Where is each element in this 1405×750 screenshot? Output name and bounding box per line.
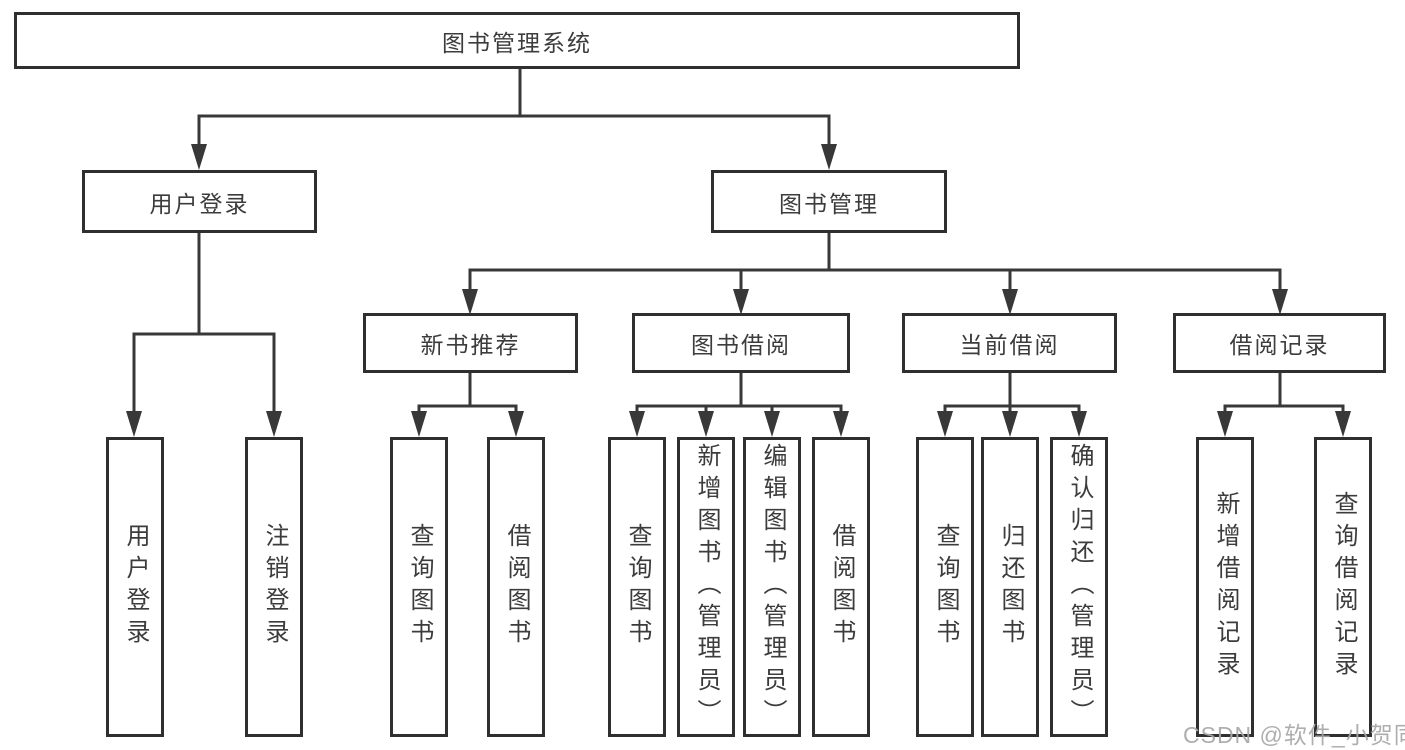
watermark: CSDN @软件_小贺同学 [1183, 722, 1405, 748]
leaf-add-borrow-record: 新增借阅记录 [1196, 437, 1254, 737]
leaf-label: 查询图书 [624, 523, 651, 651]
leaf-user-login: 用户登录 [106, 437, 164, 737]
node-current-borrowing: 当前借阅 [902, 313, 1117, 373]
leaf-return-books: 归还图书 [981, 437, 1039, 737]
leaf-label: 新增借阅记录 [1212, 491, 1239, 683]
leaf-query-books: 查询图书 [390, 437, 448, 737]
leaf-label: 查询图书 [932, 523, 959, 651]
leaf-label: 查询图书 [406, 523, 433, 651]
leaf-label: 新增图书（管理员） [693, 443, 720, 731]
node-borrowing-records: 借阅记录 [1173, 313, 1386, 373]
node-label: 当前借阅 [959, 332, 1060, 358]
leaf-query-books: 查询图书 [916, 437, 974, 737]
leaf-label: 借阅图书 [503, 523, 530, 651]
node-label: 新书推荐 [420, 332, 521, 358]
node-book-management: 图书管理 [711, 170, 947, 233]
leaf-label: 编辑图书（管理员） [759, 443, 786, 731]
node-label: 图书管理系统 [442, 29, 592, 56]
leaf-borrow-books: 借阅图书 [812, 437, 870, 737]
leaf-confirm-return-admin: 确认归还（管理员） [1050, 437, 1108, 737]
leaf-label: 注销登录 [261, 523, 288, 651]
node-book-borrowing: 图书借阅 [632, 313, 850, 373]
leaf-label: 归还图书 [997, 523, 1024, 651]
leaf-query-books: 查询图书 [608, 437, 666, 737]
node-label: 图书管理 [779, 190, 879, 217]
node-label: 图书借阅 [691, 332, 791, 358]
node-user-login: 用户登录 [82, 170, 317, 233]
arrowheads [126, 144, 1351, 437]
leaf-borrow-books: 借阅图书 [487, 437, 545, 737]
leaf-label: 用户登录 [122, 523, 149, 651]
leaf-label: 借阅图书 [828, 523, 855, 651]
node-library-management-system: 图书管理系统 [14, 12, 1020, 69]
leaf-add-book-admin: 新增图书（管理员） [677, 437, 735, 737]
leaf-logout-login: 注销登录 [245, 437, 303, 737]
node-new-book-recommendation: 新书推荐 [363, 313, 578, 373]
leaf-query-borrow-record: 查询借阅记录 [1314, 437, 1372, 737]
node-label: 用户登录 [149, 190, 250, 217]
leaf-label: 查询借阅记录 [1330, 491, 1357, 683]
leaf-edit-book-admin: 编辑图书（管理员） [743, 437, 801, 737]
node-label: 借阅记录 [1229, 332, 1330, 358]
leaf-label: 确认归还（管理员） [1066, 443, 1093, 731]
